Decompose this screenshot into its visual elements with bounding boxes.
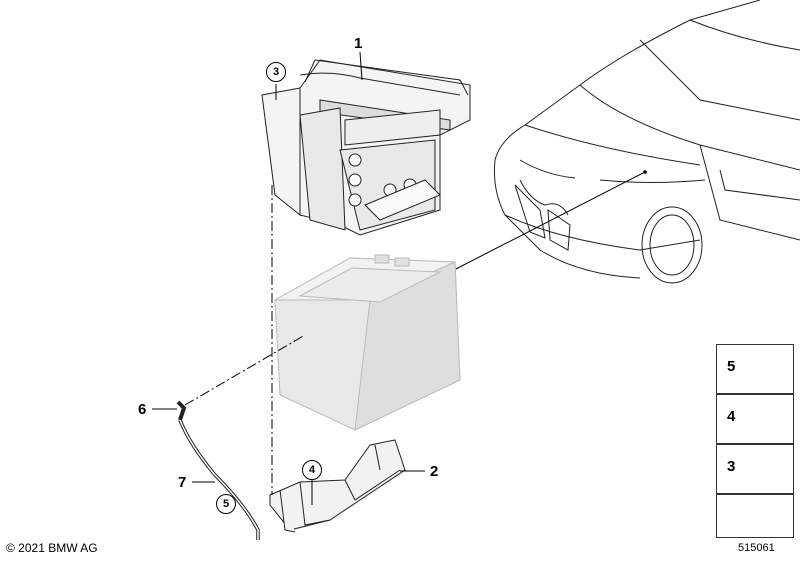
leader-dot	[643, 170, 647, 174]
circled-4: 4	[302, 460, 322, 480]
legend-num-4: 4	[727, 408, 736, 425]
circled-5: 5	[216, 494, 236, 514]
legend-item-5: 5	[716, 344, 794, 394]
legend-num-5: 5	[727, 358, 736, 375]
leader-line-car	[449, 171, 646, 273]
leader-lines	[152, 51, 425, 505]
battery	[273, 254, 461, 431]
legend-item-3: 3	[716, 444, 794, 494]
callout-6: 6	[138, 401, 147, 418]
copyright-text: © 2021 BMW AG	[6, 541, 98, 555]
diagram-id: 515061	[738, 542, 775, 554]
legend-item-4: 4	[716, 394, 794, 444]
callout-1: 1	[354, 35, 363, 52]
alignment-line-diagonal	[184, 334, 306, 406]
mounting-bracket	[269, 439, 406, 533]
vent-hose	[176, 400, 260, 540]
callout-2: 2	[430, 463, 439, 480]
legend-item-arrow	[716, 494, 794, 538]
callout-7: 7	[178, 474, 187, 491]
battery-holder	[261, 59, 471, 236]
circled-3: 3	[266, 62, 286, 82]
legend-num-3: 3	[727, 458, 736, 475]
car-outline	[494, 0, 800, 284]
